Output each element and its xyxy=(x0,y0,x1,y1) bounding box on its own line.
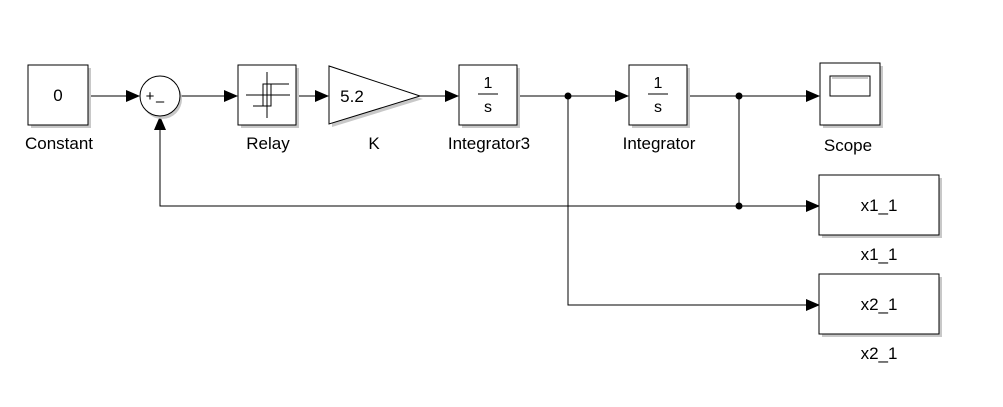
integrator-denominator: s xyxy=(654,99,662,116)
integrator3-numerator: 1 xyxy=(484,75,493,92)
integrator3-block[interactable]: 1 s xyxy=(458,64,520,128)
sum-minus-sign: – xyxy=(156,93,165,110)
wire-feedback-to-sum[interactable] xyxy=(154,116,739,207)
gain-block[interactable]: 5.2 xyxy=(328,65,423,127)
constant-block[interactable]: 0 xyxy=(27,64,91,128)
branch-point-feedback xyxy=(735,202,743,210)
wire-branch-to-x1[interactable] xyxy=(738,96,820,212)
x2-workspace-text: x2_1 xyxy=(861,295,898,314)
constant-value: 0 xyxy=(53,86,62,105)
relay-block[interactable] xyxy=(237,64,299,128)
integrator3-label: Integrator3 xyxy=(448,134,530,153)
scope-screen-icon xyxy=(829,75,871,97)
branch-point-integrator xyxy=(735,92,743,100)
sum-block[interactable]: + – xyxy=(139,75,182,119)
wire-branch-to-x2[interactable] xyxy=(567,96,820,311)
gain-value: 5.2 xyxy=(340,87,364,106)
integrator3-denominator: s xyxy=(484,99,492,116)
x1-workspace-text: x1_1 xyxy=(861,196,898,215)
scope-block[interactable] xyxy=(819,62,883,128)
scope-label: Scope xyxy=(824,136,872,155)
gain-label: K xyxy=(368,134,380,153)
x2-workspace-block[interactable]: x2_1 xyxy=(818,273,942,337)
branch-point-integrator3 xyxy=(564,92,572,100)
integrator-block[interactable]: 1 s xyxy=(628,64,690,128)
relay-label: Relay xyxy=(246,134,290,153)
signal-lines xyxy=(89,90,820,311)
x1-workspace-block[interactable]: x1_1 xyxy=(818,174,942,238)
integrator-label: Integrator xyxy=(623,134,696,153)
x2-workspace-label: x2_1 xyxy=(861,344,898,363)
integrator-numerator: 1 xyxy=(654,75,663,92)
sum-plus-sign: + xyxy=(146,88,155,105)
constant-label: Constant xyxy=(25,134,93,153)
x1-workspace-label: x1_1 xyxy=(861,245,898,264)
relay-hysteresis-icon xyxy=(246,72,290,118)
